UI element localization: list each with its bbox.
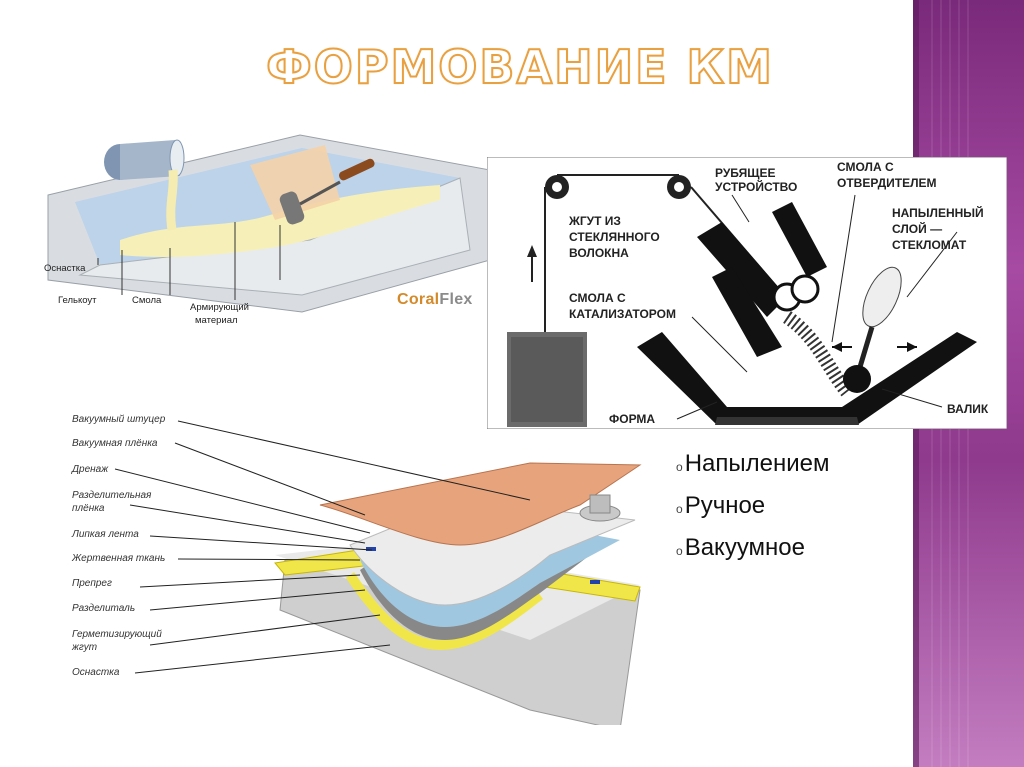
vacuum-bag-illustration: Вакуумный штуцер Вакуумная плёнка Дренаж…: [60, 405, 650, 725]
label-release-agent: Разделиталь: [72, 603, 135, 614]
label-peel-ply: Жертвенная ткань: [71, 553, 165, 564]
label-release-film-1: Разделительная: [72, 490, 152, 501]
label-sprayed-3: СТЕКЛОМАТ: [892, 238, 967, 252]
list-item: o Ручное: [676, 492, 829, 534]
label-roving-3: ВОЛОКНА: [569, 246, 629, 260]
label-resin-hardener-1: СМОЛА С: [837, 160, 894, 174]
label-roving-2: СТЕКЛЯННОГО: [569, 230, 660, 244]
label-sticky-tape: Липкая лента: [71, 529, 139, 540]
label-cutter-2: УСТРОЙСТВО: [715, 179, 797, 194]
bullet-marker: o: [676, 544, 683, 558]
label-reinforcement-2: материал: [195, 315, 238, 326]
label-resin-catalyst-1: СМОЛА С: [569, 291, 626, 305]
brand-logo: CoralFlex: [397, 291, 473, 309]
bullet-marker: o: [676, 460, 683, 474]
label-reinforcement-1: Армирующий: [190, 302, 249, 313]
label-osnastka: Оснастка: [44, 263, 86, 274]
label-sprayed-2: СЛОЙ —: [892, 221, 942, 236]
label-vacuum-film: Вакуумная плёнка: [72, 438, 158, 449]
list-item: o Напылением: [676, 450, 829, 492]
label-gelcoat: Гелькоут: [58, 295, 97, 306]
label-release-film-2: плёнка: [72, 503, 105, 514]
label-roller: ВАЛИК: [947, 402, 989, 416]
label-resin: Смола: [132, 295, 162, 306]
label-sealant-1: Герметизирующий: [72, 629, 162, 640]
label-tooling: Оснастка: [72, 667, 120, 678]
list-item: o Вакуумное: [676, 534, 829, 576]
label-vacuum-fitting: Вакуумный штуцер: [72, 414, 166, 425]
bullet-marker: o: [676, 502, 683, 516]
label-resin-hardener-2: ОТВЕРДИТЕЛЕМ: [837, 176, 937, 190]
list-item-label: Ручное: [685, 492, 765, 520]
spray-up-illustration: ЖГУТ ИЗ СТЕКЛЯННОГО ВОЛОКНА РУБЯЩЕЕ УСТР…: [487, 157, 1007, 429]
label-roving-1: ЖГУТ ИЗ: [568, 214, 621, 228]
page-title: ФОРМОВАНИЕ КМ: [0, 40, 1024, 94]
label-sealant-2: жгут: [71, 642, 97, 653]
list-item-label: Вакуумное: [685, 534, 805, 562]
label-breather: Дренаж: [71, 464, 109, 475]
label-sprayed-1: НАПЫЛЕННЫЙ: [892, 205, 984, 220]
method-list: o Напылением o Ручное o Вакуумное: [676, 450, 829, 576]
label-cutter-1: РУБЯЩЕЕ: [715, 166, 776, 180]
list-item-label: Напылением: [685, 450, 830, 478]
label-prepreg: Препрег: [72, 578, 112, 589]
label-resin-catalyst-2: КАТАЛИЗАТОРОМ: [569, 307, 676, 321]
